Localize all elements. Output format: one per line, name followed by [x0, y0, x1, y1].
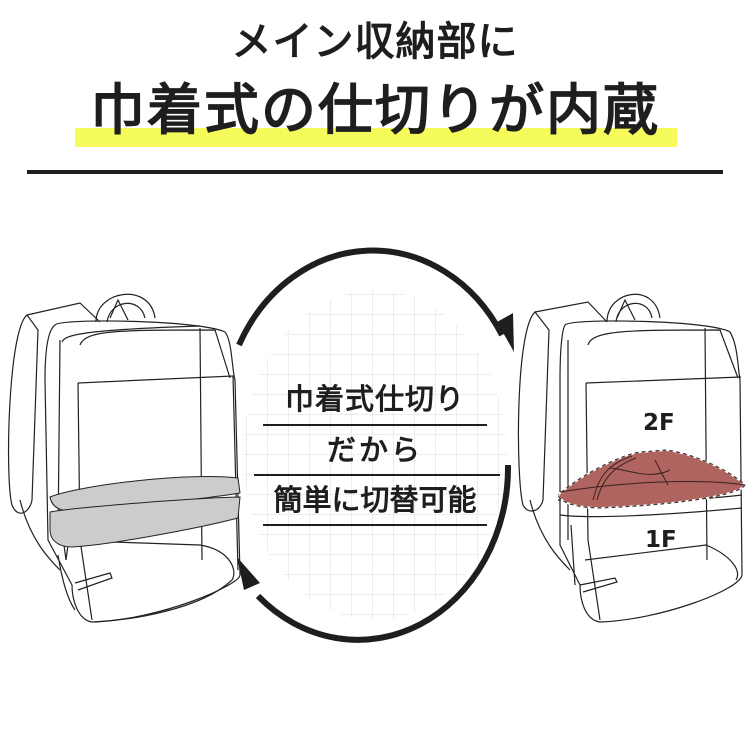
page-title: 巾着式の仕切りが内蔵: [89, 78, 660, 142]
drawstring-pouch: [556, 448, 747, 510]
floor-2f-label: 2F: [643, 410, 675, 436]
floor-1f-label: 1F: [645, 527, 677, 553]
title-highlight-marker: [75, 128, 677, 147]
center-divider-2: [254, 474, 500, 476]
arrow-head-bottom-icon: [237, 557, 260, 590]
pouch-drawstring: [559, 455, 746, 501]
center-text-line-2: だから: [326, 433, 423, 467]
center-divider-3: [263, 524, 487, 526]
cycle-arrow-icon: [236, 247, 512, 643]
center-divider-1: [263, 424, 487, 426]
left-divider-panel-lower: [49, 496, 241, 548]
center-text-line-1: 巾着式仕切り: [284, 382, 465, 416]
center-text-line-3: 簡単に切替可能: [273, 483, 477, 517]
grid-background: [243, 290, 507, 620]
arrow-head-top-icon: [497, 313, 514, 352]
page-subtitle: メイン収納部に: [231, 19, 519, 65]
left-backpack-illustration: [7, 293, 241, 623]
header-divider: [27, 170, 723, 174]
right-backpack-illustration: [517, 293, 743, 623]
